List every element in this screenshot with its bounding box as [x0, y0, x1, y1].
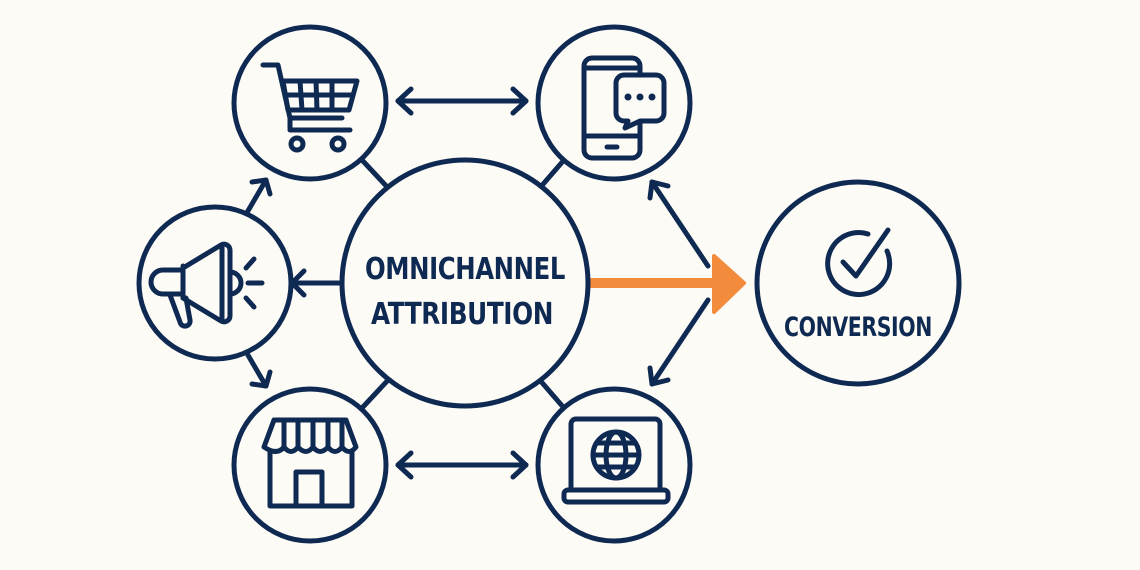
connector-center-laptop — [535, 375, 567, 411]
center-node-omnichannel-attribution: OMNICHANNEL ATTRIBUTION — [339, 157, 591, 409]
arrow-cart-phone — [395, 86, 529, 116]
storefront-icon — [261, 417, 359, 509]
shopping-cart-icon — [260, 62, 360, 153]
arrow-conversion-laptop — [647, 297, 711, 387]
channel-node-advertising — [136, 204, 294, 362]
megaphone-icon — [148, 241, 265, 329]
channel-node-ecommerce — [231, 24, 389, 182]
chat-dots — [624, 93, 656, 101]
channel-node-retail-store — [231, 386, 389, 544]
arrow-conversion-phone — [647, 179, 711, 269]
arrow-megaphone-cart — [242, 177, 273, 219]
arrow-megaphone-store — [242, 347, 273, 389]
smartphone-chat-icon — [581, 55, 667, 161]
arrow-store-laptop — [395, 450, 529, 480]
center-node-label-line1: OMNICHANNEL — [365, 252, 565, 287]
channel-node-mobile — [535, 24, 693, 182]
connector-center-cart — [359, 157, 393, 193]
channel-node-web — [535, 386, 693, 544]
arrow-center-megaphone — [289, 268, 344, 298]
checkmark-circle-icon — [825, 227, 893, 297]
connector-center-store — [359, 375, 393, 411]
conversion-node: CONVERSION — [754, 179, 962, 387]
conversion-label: CONVERSION — [784, 312, 932, 343]
center-node-label-line2: ATTRIBUTION — [371, 297, 553, 332]
laptop-globe-icon — [561, 416, 671, 505]
arrow-center-conversion-highlight — [588, 254, 746, 314]
